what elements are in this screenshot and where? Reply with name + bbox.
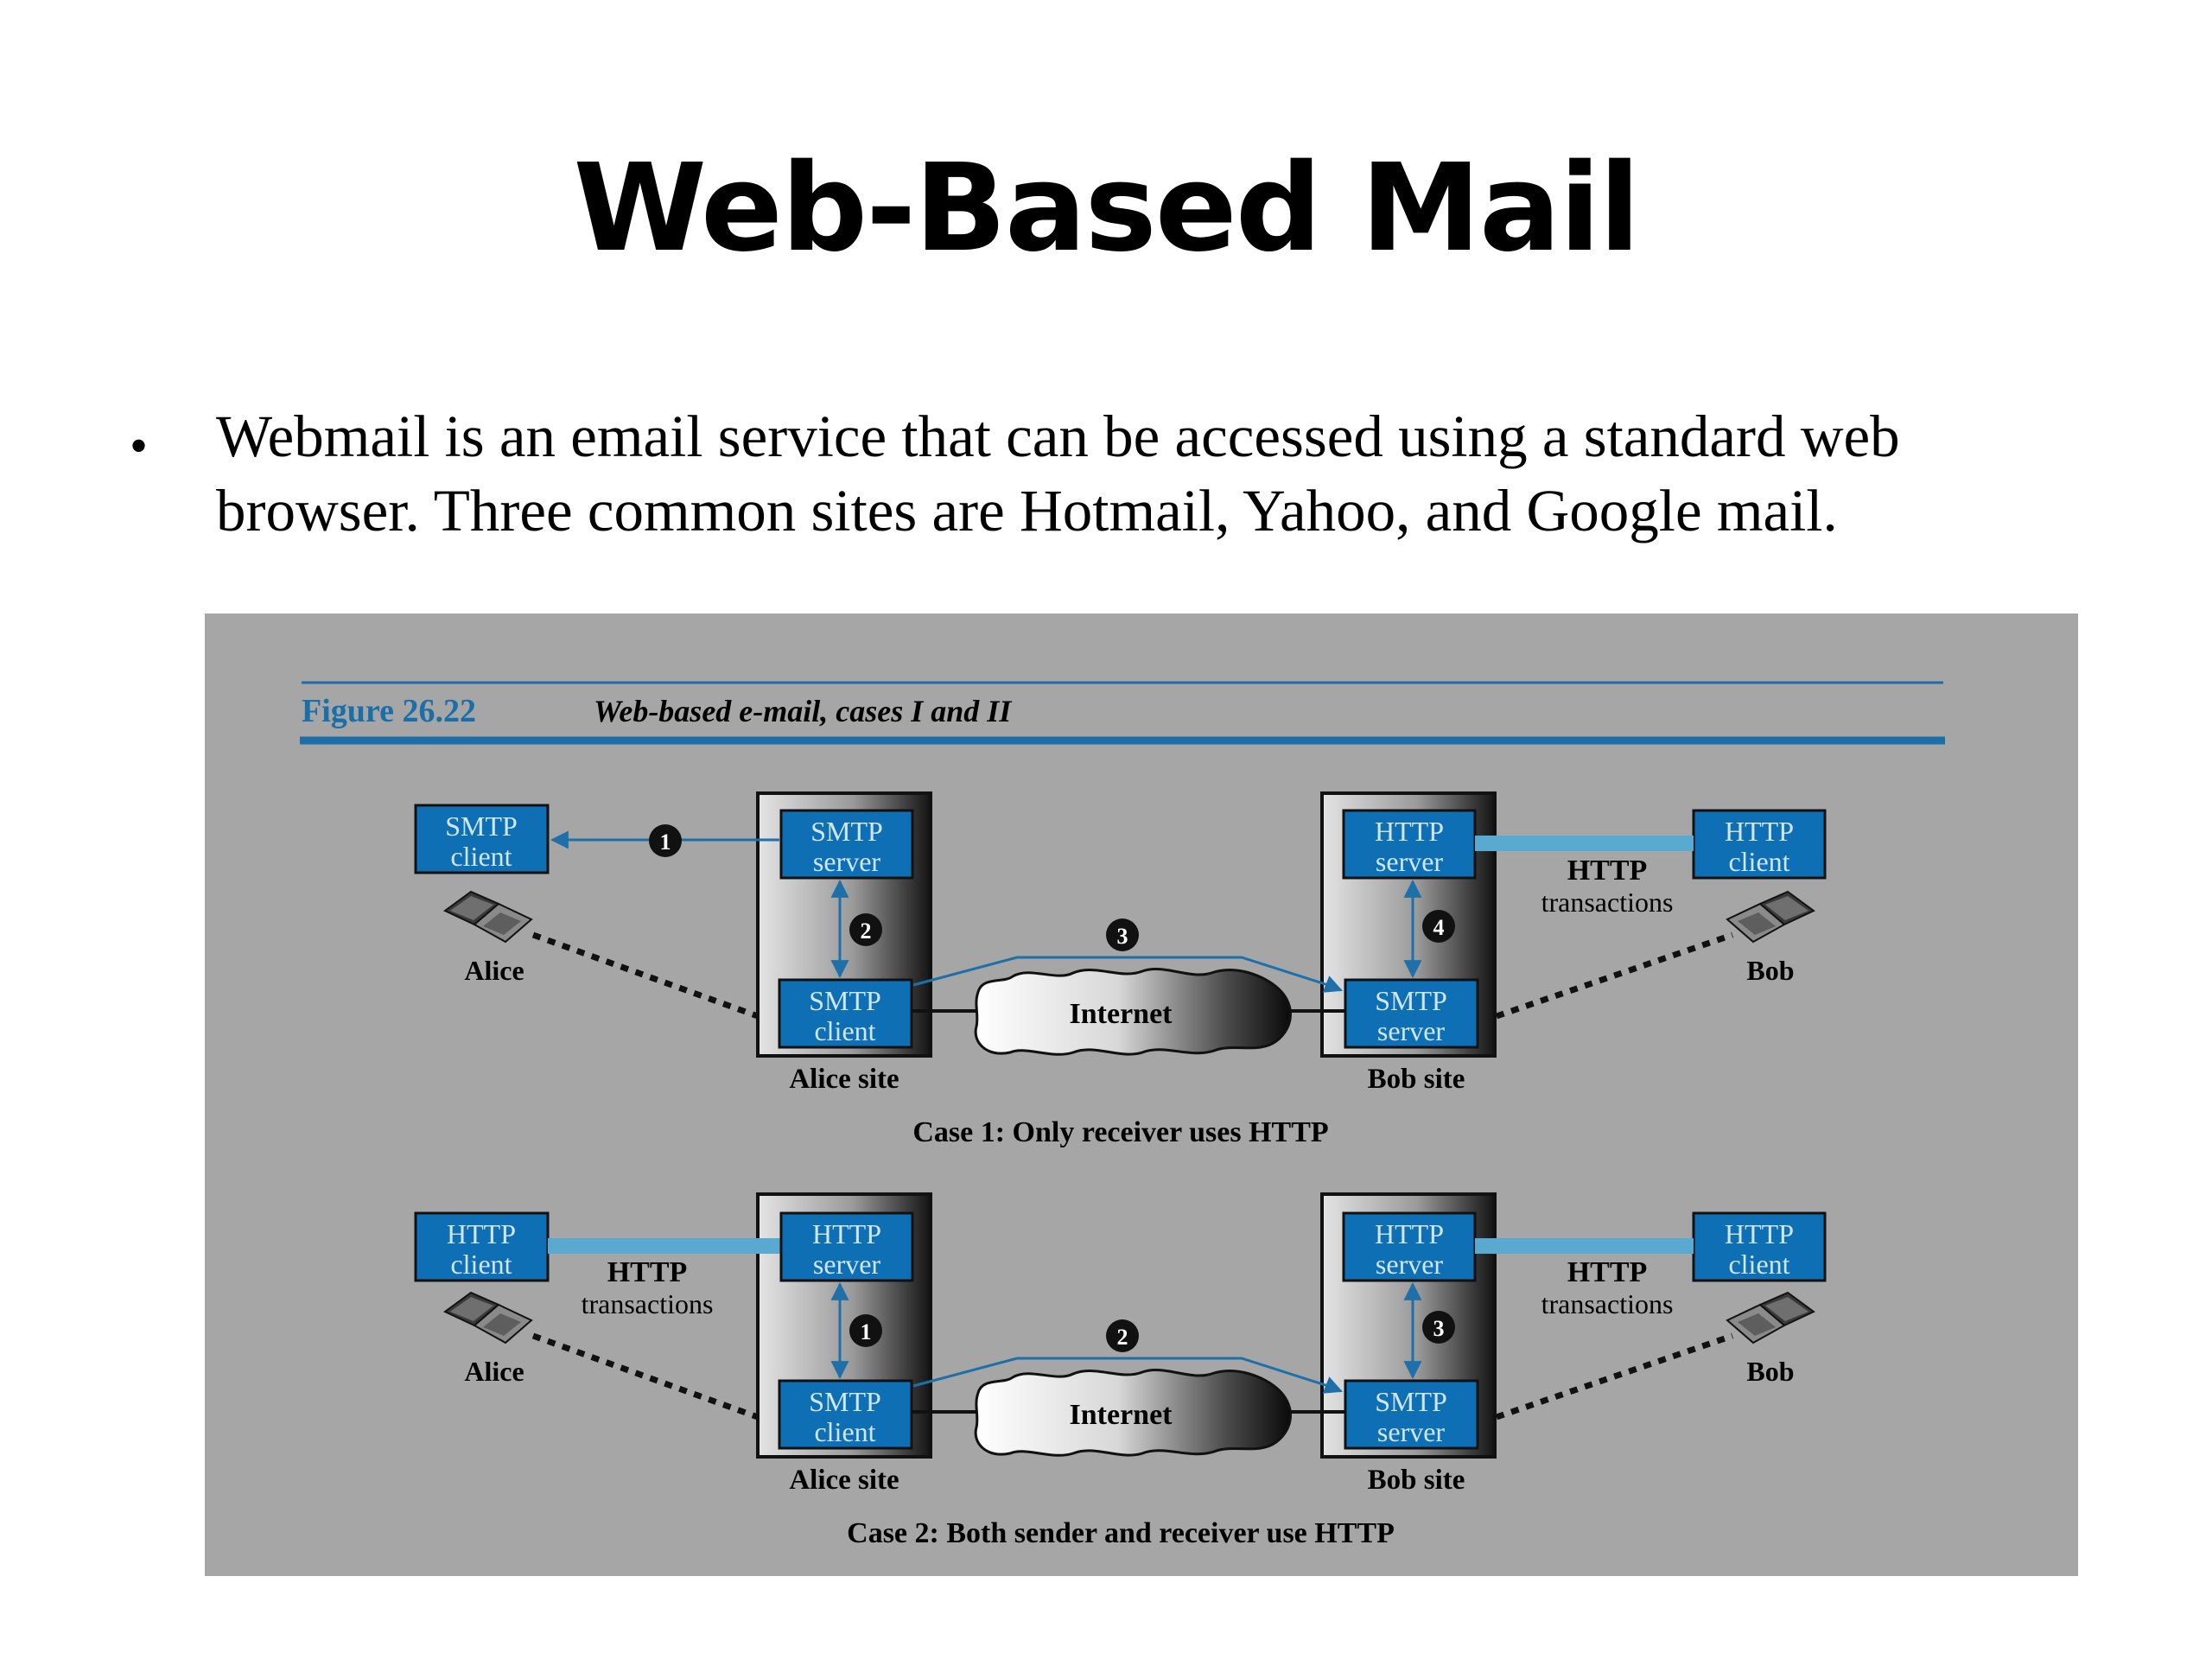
case1-step-3-number: 3 [1117, 924, 1128, 949]
case1-bob-site-bottom-line1: SMTP [1375, 985, 1447, 1016]
case1-alice-box-line2: client [450, 841, 512, 872]
figure-number: Figure 26.22 [302, 693, 476, 729]
case1-alice-site-bottom-line1: SMTP [809, 985, 881, 1016]
case2-step-3-badge [1422, 1311, 1455, 1344]
case2-step-1-number: 1 [861, 1319, 872, 1344]
bullet-marker: • [130, 417, 149, 474]
case2-bob-site-bottom-line2: server [1377, 1416, 1446, 1447]
case2-step-1-badge [849, 1314, 882, 1347]
case2-alice-site-top-line2: server [813, 1249, 881, 1280]
case1-bob-box-line1: HTTP [1725, 816, 1794, 847]
case2-alice-transactions-line1: HTTP [607, 1256, 688, 1288]
case2-bob-site-http-server [1342, 1211, 1477, 1282]
case2-bob-site-smtp-server [1344, 1379, 1479, 1450]
case2-bob-box-line1: HTTP [1725, 1218, 1794, 1249]
case2-alice-site-http-server [779, 1211, 914, 1282]
case2-alice-site-top-line1: HTTP [812, 1218, 881, 1249]
case1-bob-box-line2: client [1728, 846, 1789, 877]
figure-panel: Figure 26.22 Web-based e-mail, cases I a… [205, 613, 2078, 1576]
case1-alice-label: Alice [464, 955, 524, 986]
case2-alice-site-smtp-client [778, 1379, 913, 1450]
case2-bob-box-line2: client [1728, 1249, 1789, 1280]
case2-alice-http-client-box [414, 1211, 550, 1282]
case1-internet-cloud [974, 968, 1292, 1056]
case2-step-2-badge [1106, 1319, 1139, 1352]
case1-bob-site-top-line2: server [1376, 846, 1444, 877]
case1-bob-http-client-box [1692, 809, 1827, 880]
case1-internet-label: Internet [1070, 998, 1173, 1030]
case1-diagram: Internet SMTP client SMTP server SMTP cl… [414, 791, 1827, 1148]
case1-bob-site-top-line1: HTTP [1375, 816, 1444, 847]
case1-bob-label: Bob [1746, 955, 1794, 986]
case1-step-3-badge [1106, 918, 1139, 951]
case1-step-4-number: 4 [1433, 915, 1445, 940]
case1-bob-site-label: Bob site [1368, 1064, 1465, 1095]
case1-bob-site-http-server [1342, 809, 1477, 880]
case2-alice-transactions-line2: transactions [582, 1288, 714, 1319]
figure-caption: Web-based e-mail, cases I and II [594, 694, 1013, 728]
case1-transactions-line1: HTTP [1567, 855, 1648, 887]
case2-alice-site-bottom-line1: SMTP [809, 1386, 881, 1417]
case2-bob-transactions-line1: HTTP [1567, 1256, 1648, 1288]
case2-diagram: Internet HTTP client HTTP transactions H… [414, 1192, 1827, 1549]
case2-alice-label: Alice [464, 1356, 524, 1387]
case2-alice-box-line2: client [450, 1249, 512, 1280]
bullet-text: Webmail is an email service that can be … [216, 404, 1900, 543]
case2-alice-site-label: Alice site [789, 1465, 899, 1496]
case1-bob-site-smtp-server [1344, 978, 1479, 1049]
case1-transactions-line2: transactions [1541, 887, 1674, 918]
case1-step-1-badge [649, 824, 682, 857]
case1-alice-site-top-line2: server [813, 846, 881, 877]
case2-step-2-number: 2 [1117, 1325, 1128, 1350]
case1-alice-site-label: Alice site [789, 1064, 899, 1095]
case2-bob-http-client-box [1692, 1211, 1827, 1282]
case1-step-1-number: 1 [660, 830, 671, 855]
case2-internet-label: Internet [1070, 1399, 1173, 1431]
case1-step-2-number: 2 [861, 918, 872, 944]
case1-alice-box-line1: SMTP [445, 810, 518, 842]
case2-internet-cloud [974, 1369, 1292, 1457]
case1-http-bar [1475, 836, 1694, 851]
case1-alice-site-smtp-server [779, 809, 914, 880]
case1-alice-site-top-line1: SMTP [810, 816, 883, 847]
case1-bob-site-bottom-line2: server [1377, 1015, 1446, 1046]
case1-alice-smtp-client-box [414, 804, 550, 874]
case2-alice-site-bottom-line2: client [814, 1416, 875, 1447]
case2-bob-site-label: Bob site [1368, 1465, 1465, 1496]
case2-bob-site-top-line1: HTTP [1375, 1218, 1444, 1249]
case2-bob-site-bottom-line1: SMTP [1375, 1386, 1447, 1417]
case2-alice-http-bar [548, 1238, 781, 1254]
case2-bob-label: Bob [1746, 1356, 1794, 1387]
slide-title: Web-Based Mail [573, 138, 1641, 279]
case2-alice-box-line1: HTTP [447, 1218, 516, 1249]
case2-bob-http-bar [1475, 1238, 1694, 1254]
case2-step-3-number: 3 [1433, 1316, 1445, 1341]
case1-alice-site-bottom-line2: client [814, 1015, 875, 1046]
case1-step-4-badge [1422, 910, 1455, 943]
case1-step-2-badge [849, 913, 882, 946]
case1-alice-site-smtp-client [778, 978, 913, 1049]
case2-caption: Case 2: Both sender and receiver use HTT… [847, 1517, 1395, 1549]
case2-bob-transactions-line2: transactions [1541, 1288, 1674, 1319]
case1-caption: Case 1: Only receiver uses HTTP [912, 1116, 1328, 1148]
case2-bob-site-top-line2: server [1376, 1249, 1444, 1280]
